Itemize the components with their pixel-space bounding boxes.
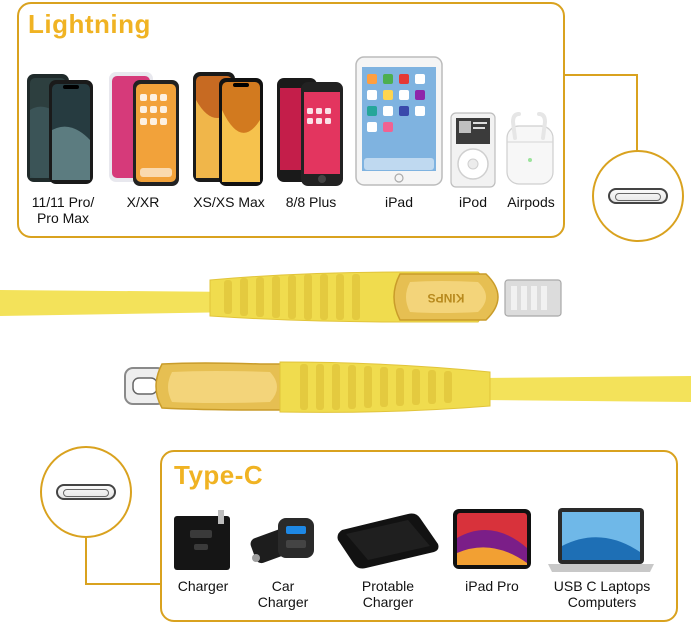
device-label-line1: iPad Pro [465,578,519,594]
lightning-panel: Lightning 11/11 Pro/ Pro Max X/XR [17,2,565,238]
device-label-iphone-x: X/XR [103,194,183,210]
device-label-airpods: Airpods [493,194,569,210]
typec-panel: Type-C Charger Car Charger Protable Char… [160,450,678,622]
wall-charger-icon [174,510,230,570]
typec-cable [124,361,691,413]
device-label-line2: Charger [257,594,309,610]
device-label-line2: Pro Max [36,210,90,226]
laptop-icon [548,508,654,572]
ipad-icon [355,56,443,186]
device-label-line1: 8/8 Plus [285,194,337,210]
typec-leader-horizontal [85,583,161,585]
device-label-line1: Charger [177,578,229,594]
device-label-iphone-xs: XS/XS Max [187,194,271,210]
power-bank-icon [337,513,439,569]
typec-port-badge [40,446,132,538]
iphone-x-icon [109,72,179,186]
device-label-iphone-8: 8/8 Plus [271,194,351,210]
lightning-port-badge [592,150,684,242]
device-label-line1: USB C Laptops [553,578,651,594]
svg-text:KINPS: KINPS [428,291,465,305]
device-label-line1: 11/11 Pro/ [31,194,95,210]
lightning-cable: KINPS [0,271,562,323]
lightning-leader-horizontal [565,74,637,76]
lightning-title: Lightning [28,9,151,39]
device-label-line1: X/XR [126,194,160,210]
device-label-line1: Protable [361,578,415,594]
lightning-leader-vertical [636,74,638,152]
device-label-ipod: iPod [435,194,511,210]
device-label-power-bank: Protable Charger [342,578,434,610]
device-label-charger: Charger [162,578,244,594]
device-label-line2: Charger [362,594,414,610]
device-label-ipad: iPad [359,194,439,210]
iphone-11-icon [27,74,93,184]
device-label-line2: Computers [567,594,637,610]
device-label-line1: Car [271,578,295,594]
typec-leader-vertical [85,538,87,584]
device-label-iphone-11: 11/11 Pro/ Pro Max [23,194,103,226]
ipod-icon [450,112,496,188]
device-label-car-charger: Car Charger [242,578,324,610]
iphone-8-icon [277,78,343,186]
device-label-laptop: USB C Laptops Computers [540,578,664,610]
typec-port-icon [56,484,116,500]
typec-title: Type-C [174,460,264,490]
iphone-xs-icon [193,72,263,186]
device-label-line1: iPod [458,194,488,210]
lightning-port-icon [608,188,668,204]
ipad-pro-icon [453,509,531,569]
device-label-line1: XS/XS Max [193,194,265,210]
device-label-line1: iPad [384,194,414,210]
device-label-line1: Airpods [507,194,555,210]
device-label-ipad-pro: iPad Pro [448,578,536,594]
car-charger-icon [250,518,314,564]
airpods-icon [506,112,554,185]
cable-illustration: KINPS [0,271,691,413]
